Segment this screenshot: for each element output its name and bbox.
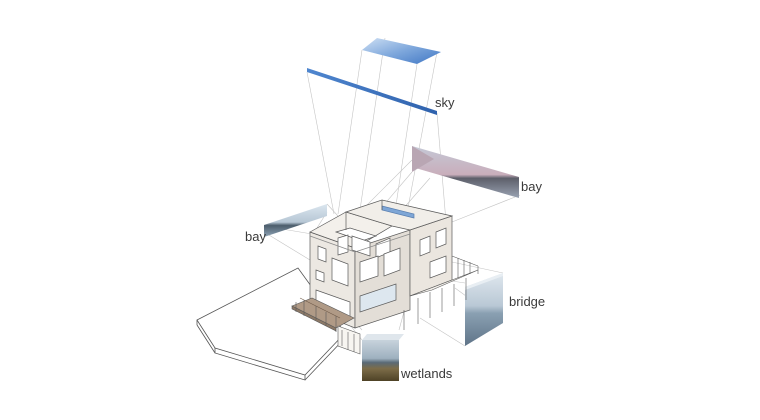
label-bay-left: bay — [245, 229, 266, 244]
label-wetlands: wetlands — [401, 366, 453, 381]
bridge-panel — [465, 273, 503, 346]
label-bridge: bridge — [509, 294, 546, 309]
bridge-panel-top — [465, 273, 503, 290]
wetlands-panel-top — [362, 334, 404, 340]
bay-left-panel — [264, 204, 327, 237]
sky-image-panel — [362, 38, 441, 64]
bay-right-panel-side — [412, 146, 434, 172]
left-deck — [291, 297, 355, 332]
label-bay-right: bay — [521, 179, 542, 194]
wetlands-panel — [362, 340, 399, 381]
label-sky: sky — [435, 95, 455, 110]
site-plinth — [196, 267, 346, 381]
bay-right-panel — [412, 146, 519, 198]
entry-stair — [337, 325, 361, 355]
right-deck — [403, 255, 479, 330]
sky-strip-panel — [307, 68, 437, 115]
